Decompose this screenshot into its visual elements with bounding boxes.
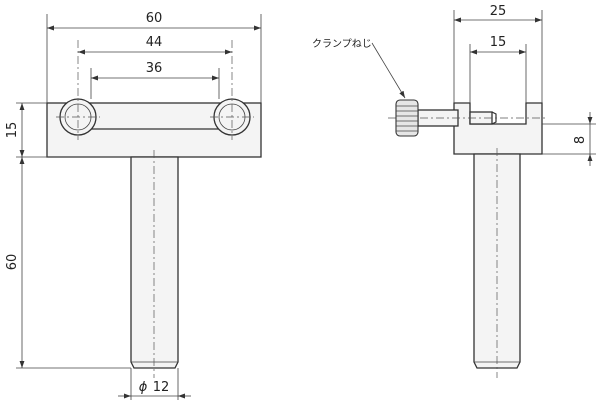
dim-post-gap-text: 36 [146,61,163,76]
front-view: 60 44 36 15 60 ϕ 12 [5,11,262,400]
clamp-screw-label: クランプねじ [312,38,372,50]
dim-slot-depth-text: 8 [573,136,588,144]
clamp-knob [395,99,419,137]
dim-rod-length-text: 60 [5,254,20,271]
dim-slot-width-text: 15 [490,35,507,50]
clamp-screw-leader [371,42,406,99]
side-head-block [453,102,543,155]
side-view: クランプねじ 25 15 8 [312,4,596,378]
dim-post-distance-text: 44 [146,35,163,50]
dim-rod-diameter-text: 12 [153,380,170,395]
front-rod [130,156,179,369]
dim-head-width-text: 25 [490,4,507,19]
diameter-symbol: ϕ [139,380,148,395]
knurl-lines [396,105,418,132]
dim-overall-width-text: 60 [146,11,163,26]
dim-head-height-text: 15 [5,122,20,139]
